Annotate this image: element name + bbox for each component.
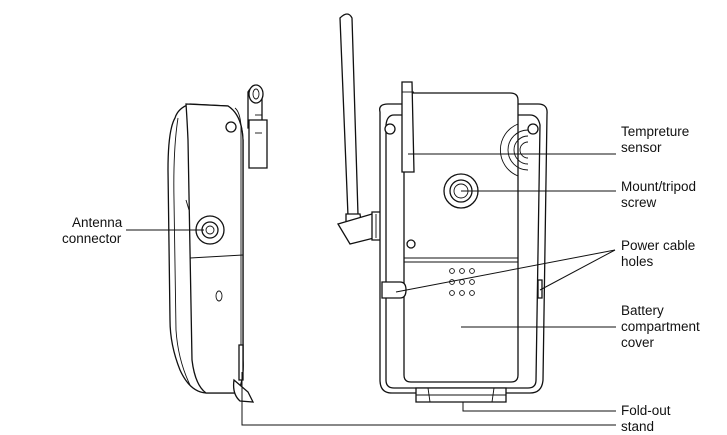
label-temperature-sensor: Tempreture sensor: [621, 124, 690, 155]
leader-stand-front: [462, 402, 616, 412]
side-clip: [247, 84, 268, 169]
side-fold-out-stand: [232, 378, 255, 403]
leader-power-hole-left: [395, 249, 616, 293]
speaker-rings: [499, 123, 529, 177]
leader-stand-side: [241, 372, 616, 426]
label-antenna-connector: Antenna connector: [62, 215, 123, 246]
leader-power-hole-right: [539, 249, 616, 291]
power-cable-hole-right: [537, 279, 543, 299]
leader-lines: [126, 153, 616, 426]
power-cable-hole-left: [381, 281, 407, 299]
side-view: [167, 84, 268, 403]
side-antenna-connector: [195, 215, 225, 245]
front-center-panel: [403, 92, 519, 383]
side-front-panel: [185, 103, 244, 394]
label-fold-out-stand: Fold-out stand: [621, 403, 671, 434]
label-mount-screw: Mount/tripod screw: [621, 179, 697, 210]
front-view: [337, 13, 548, 403]
temperature-sensor-probe: [401, 81, 415, 173]
label-battery-cover: Battery compartment cover: [621, 303, 700, 350]
label-power-cable-holes: Power cable holes: [621, 238, 696, 269]
